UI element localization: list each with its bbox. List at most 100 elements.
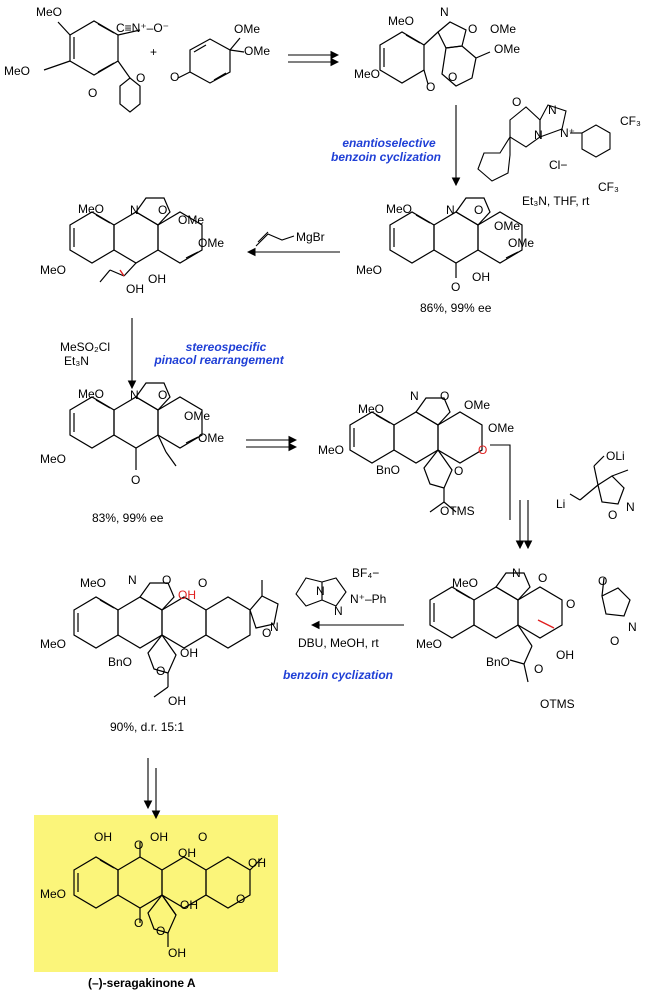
allyl-adduct bbox=[69, 197, 203, 283]
label-o-pp-ketone: O bbox=[131, 473, 141, 487]
label-ome-sk-2: OMe bbox=[488, 421, 515, 435]
label-n-ad: N bbox=[512, 566, 521, 580]
label-o-sk-ketone-red: O bbox=[478, 443, 488, 457]
label-ome-p1-2: OMe bbox=[494, 42, 521, 56]
label-o-bp-ring: O bbox=[474, 203, 484, 217]
label-o-p1-ring: O bbox=[468, 22, 478, 36]
label-oh-aa-2: OH bbox=[126, 282, 144, 296]
label-li: Li bbox=[556, 497, 566, 511]
label-o-cp-ring: O bbox=[162, 573, 172, 587]
label-o-fp-3: O bbox=[236, 892, 246, 906]
label-yield-benzoin: 86%, 99% ee bbox=[420, 301, 492, 315]
label-mesylchloride: MeSO₂Cl bbox=[60, 340, 110, 354]
label-meo-p1-top: MeO bbox=[388, 14, 415, 28]
label-n-cat1-a: N bbox=[548, 103, 557, 117]
label-n-ad-isox: N bbox=[628, 620, 637, 634]
pinacol-product bbox=[69, 382, 203, 470]
label-o-ad-ring: O bbox=[538, 571, 548, 585]
label-otms-sk: OTMS bbox=[440, 504, 475, 518]
label-meo-cp-bottom: MeO bbox=[40, 637, 67, 651]
label-n-p1: N bbox=[440, 5, 449, 19]
label-benzoin-cyclization-1: benzoin cyclization bbox=[330, 150, 441, 164]
label-oh-cp: OH bbox=[180, 646, 198, 660]
label-oh-aa-1: OH bbox=[148, 272, 166, 286]
label-o-bp-ketone: O bbox=[451, 280, 461, 294]
spiro-ketone bbox=[349, 397, 483, 513]
label-oh-cp-tail: OH bbox=[168, 694, 186, 708]
label-o-dioxane-2: O bbox=[88, 86, 98, 100]
label-o-ad-thf: O bbox=[534, 662, 544, 676]
label-plus: + bbox=[150, 45, 158, 59]
final-product-highlight bbox=[34, 815, 278, 972]
label-cat1-anion: Cl− bbox=[549, 158, 568, 172]
label-benzoin-cyclization-2: benzoin cyclization bbox=[282, 668, 393, 682]
new-bond-allyl bbox=[119, 269, 125, 277]
label-n-cp: N bbox=[128, 573, 137, 587]
label-o-ad-isox: O bbox=[610, 634, 620, 648]
label-oh-fp-3: OH bbox=[178, 846, 196, 860]
label-o-sk-ring: O bbox=[440, 389, 450, 403]
label-n-bp: N bbox=[446, 203, 455, 217]
final-product-name: (–)-seragakinone A bbox=[88, 976, 196, 990]
label-bno-cp: BnO bbox=[108, 655, 133, 669]
label-ome-aa-1: OMe bbox=[178, 213, 205, 227]
label-meo-fp: MeO bbox=[40, 887, 67, 901]
label-ome-bp-1: OMe bbox=[494, 219, 521, 233]
label-oh-bp: OH bbox=[472, 270, 490, 284]
label-n-aa: N bbox=[130, 203, 139, 217]
label-ome-pp-2: OMe bbox=[198, 431, 225, 445]
label-ome-pp-1: OMe bbox=[184, 409, 211, 423]
label-grignard: MgBr bbox=[296, 230, 325, 244]
label-otms-ad: OTMS bbox=[540, 697, 575, 711]
label-yield-cyclization: 90%, d.r. 15:1 bbox=[110, 720, 185, 734]
label-o-ad-ketone: O bbox=[566, 597, 576, 611]
label-o-cp-isox: O bbox=[262, 626, 272, 640]
label-oh-fp-2: OH bbox=[150, 830, 168, 844]
intermediate-isoxazole-aldehyde bbox=[379, 21, 491, 87]
label-cat2-ph: N⁺–Ph bbox=[350, 592, 387, 606]
label-meo-ad-bottom: MeO bbox=[416, 637, 443, 651]
label-nplus-cat1: N⁺ bbox=[560, 126, 575, 140]
label-pinacol-rearrangement: pinacol rearrangement bbox=[154, 353, 284, 367]
dilithio-isoxazole bbox=[569, 455, 629, 505]
label-meo-sm1-bottom: MeO bbox=[4, 64, 31, 78]
label-n-sk: N bbox=[410, 389, 419, 403]
label-o-dioxane-1: O bbox=[136, 71, 146, 85]
label-nitrile-oxide: C≡N⁺–O⁻ bbox=[116, 21, 170, 35]
label-oh-fp-1: OH bbox=[94, 830, 112, 844]
label-oh-cp-red: OH bbox=[178, 588, 196, 602]
label-meo-sk-top: MeO bbox=[358, 402, 385, 416]
label-bno-ad: BnO bbox=[486, 655, 511, 669]
label-cat2-anion: BF₄− bbox=[352, 566, 380, 580]
label-n-li-ring: N bbox=[626, 500, 635, 514]
catalyst1-structure bbox=[477, 104, 611, 182]
allyl-group-grignard bbox=[255, 231, 295, 247]
label-meo-cp-top: MeO bbox=[80, 576, 107, 590]
label-ome-aa-2: OMe bbox=[198, 236, 225, 250]
label-oh-ad: OH bbox=[556, 648, 574, 662]
label-cat1-conditions: Et₃N, THF, rt bbox=[522, 194, 590, 208]
label-ome-sm2-2: OMe bbox=[244, 44, 271, 58]
seragakinone-a-structure bbox=[73, 842, 263, 947]
label-oh-fp-tail: OH bbox=[168, 946, 186, 960]
benzoin-product bbox=[389, 197, 523, 278]
label-o-sk-thf: O bbox=[454, 464, 464, 478]
label-o-fp-4: O bbox=[134, 916, 144, 930]
label-oh-fp-4: OH bbox=[248, 856, 266, 870]
label-meo-sm1-top: MeO bbox=[36, 5, 63, 19]
starting-material-quinone-monoketal bbox=[177, 37, 245, 84]
label-o-fp-2: O bbox=[198, 830, 208, 844]
label-o-ad-cho: O bbox=[598, 574, 608, 588]
label-o-sm2: O bbox=[170, 70, 180, 84]
label-cf3-cat1-1: CF₃ bbox=[620, 114, 641, 128]
label-meo-aa-top: MeO bbox=[78, 202, 105, 216]
label-n-cat2: N bbox=[316, 584, 325, 598]
label-o-p1-ketone: O bbox=[448, 70, 458, 84]
label-ome-p1-1: OMe bbox=[490, 22, 517, 36]
label-n-pp: N bbox=[130, 388, 139, 402]
label-o-cp-ketone: O bbox=[198, 576, 208, 590]
label-ome-bp-2: OMe bbox=[508, 236, 535, 250]
label-cat2-conditions: DBU, MeOH, rt bbox=[298, 636, 379, 650]
label-oh-fp-5: OH bbox=[180, 898, 198, 912]
